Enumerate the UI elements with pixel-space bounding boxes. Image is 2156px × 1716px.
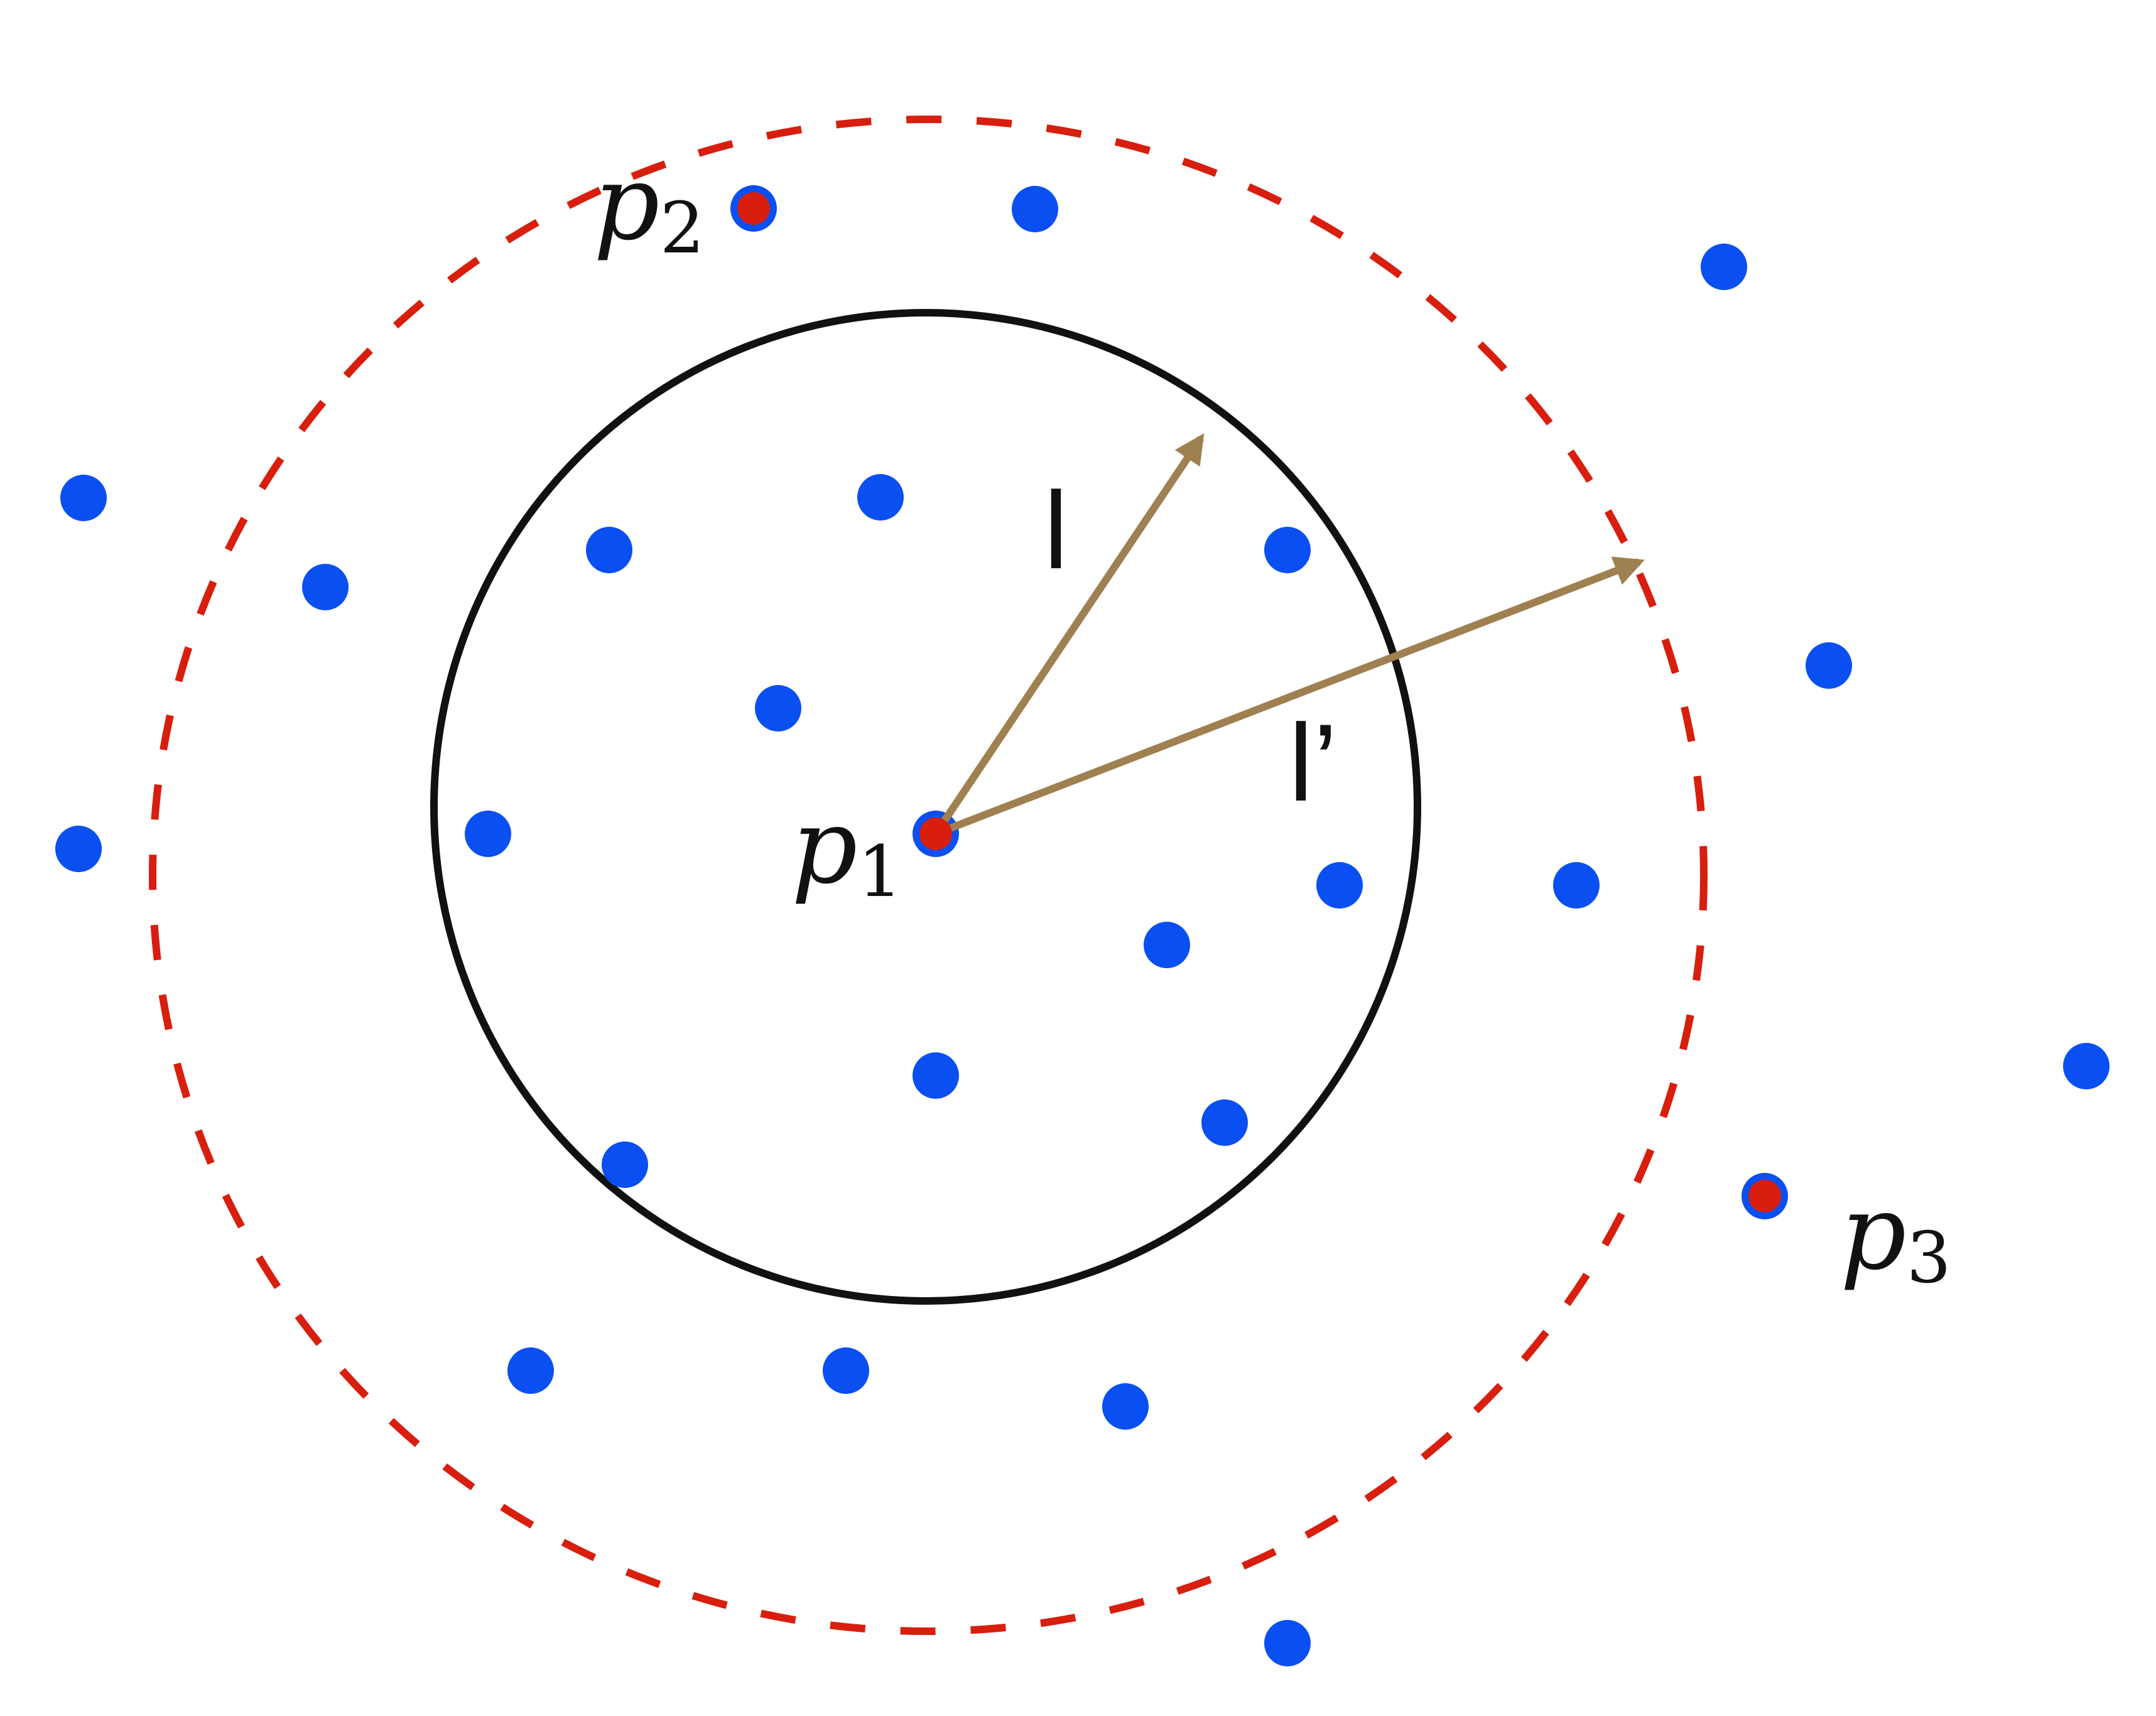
inner-neighborhood-circle bbox=[430, 309, 1421, 1305]
data-point bbox=[1806, 642, 1852, 689]
data-point bbox=[302, 564, 349, 610]
radius-arrow-l-prime bbox=[934, 556, 1645, 838]
data-point bbox=[913, 1052, 959, 1099]
outer-neighborhood-circle bbox=[149, 116, 1708, 1635]
data-point bbox=[1316, 862, 1363, 909]
label-radius-l-prime: l’ bbox=[1289, 702, 1338, 824]
data-point bbox=[857, 474, 904, 521]
label-radius-l: l bbox=[1044, 470, 1068, 592]
data-point bbox=[602, 1141, 648, 1188]
data-point bbox=[55, 826, 102, 872]
data-point bbox=[1144, 922, 1190, 968]
data-point bbox=[1012, 186, 1058, 232]
label-p3: p3 bbox=[1840, 1172, 1951, 1299]
data-point bbox=[2063, 1043, 2110, 1089]
data-point bbox=[507, 1347, 554, 1394]
highlight-point-p2 bbox=[737, 192, 770, 225]
highlight-point-p1 bbox=[919, 818, 952, 850]
data-point bbox=[823, 1347, 869, 1394]
radius-arrow-l bbox=[933, 433, 1205, 836]
label-p1: p1 bbox=[791, 786, 902, 913]
data-point bbox=[60, 475, 107, 521]
data-point bbox=[1264, 527, 1311, 573]
data-point bbox=[1102, 1383, 1149, 1430]
data-point bbox=[1701, 244, 1747, 290]
data-point bbox=[1553, 862, 1600, 909]
data-point bbox=[1201, 1099, 1248, 1146]
data-point bbox=[465, 811, 511, 857]
label-p2: p2 bbox=[593, 143, 705, 269]
data-point bbox=[586, 527, 632, 573]
highlight-point-p3 bbox=[1748, 1180, 1781, 1212]
data-point bbox=[1264, 1620, 1311, 1666]
data-point bbox=[755, 685, 801, 731]
